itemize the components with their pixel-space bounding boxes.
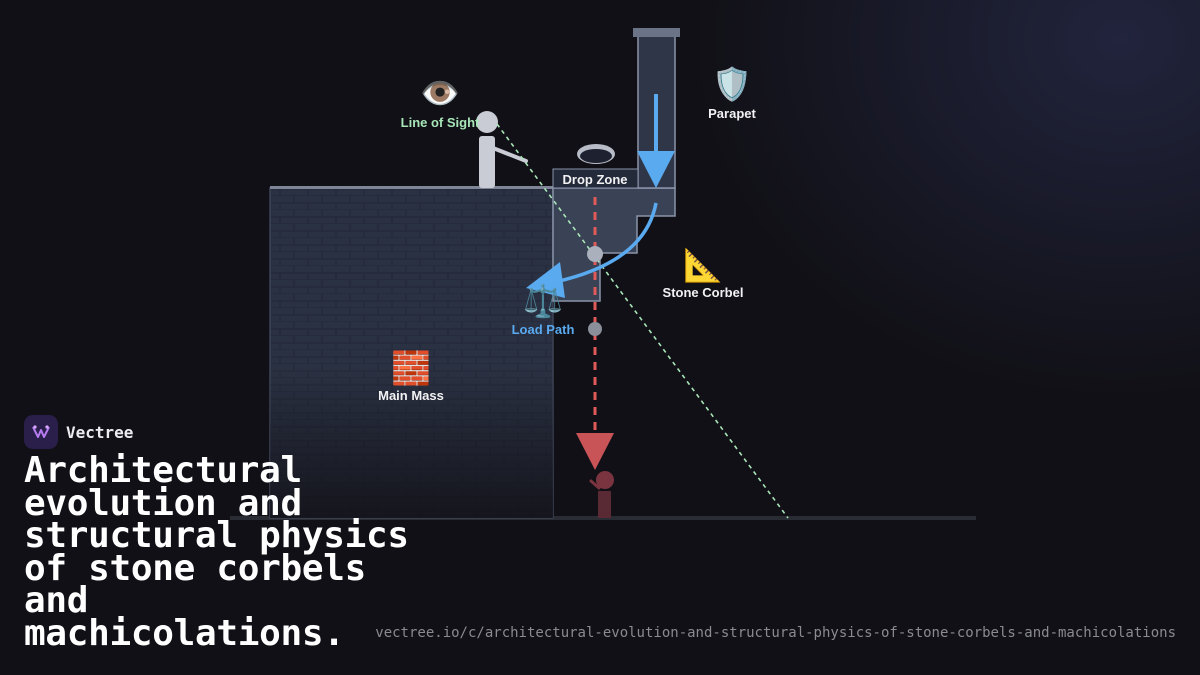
wall-fade [270,188,553,518]
wall-top-edge [270,186,553,189]
shield-icon: 🛡️ [712,65,752,103]
brick-icon: 🧱 [391,349,431,387]
load-path-arrowhead-curve [526,262,565,298]
drop-zone-label: Drop Zone [563,172,628,187]
line-of-sight [496,123,789,519]
parapet-cap [633,28,680,37]
brand-logo [24,415,58,449]
eye-icon: 👁️ [420,74,460,112]
defender-figure [476,111,528,188]
triangular-ruler-icon: 📐 [683,246,723,284]
load-path-label: Load Path [512,322,575,337]
balance-scale-icon: ⚖️ [523,282,563,320]
line-of-sight-label: Line of Sight [401,115,480,130]
drop-arrowhead [576,433,614,470]
drop-zone-box [552,168,639,189]
brand-name: Vectree [66,422,134,442]
load-path-arrowhead-down [637,151,675,188]
source-url: vectree.io/c/architectural-evolution-and… [375,625,1176,641]
drop-node-lower [588,322,602,336]
main-mass-label: Main Mass [378,388,444,403]
attacker-figure [589,471,614,518]
drop-node-upper [587,246,603,262]
parapet-label: Parapet [708,106,756,121]
vectree-logo-icon [32,425,50,438]
stone-corbel-label: Stone Corbel [663,285,744,300]
brand: Vectree [24,415,133,449]
load-path-curve [554,202,658,284]
page-title: Architectural evolution and structural p… [24,450,409,654]
hole-icon [577,144,615,164]
